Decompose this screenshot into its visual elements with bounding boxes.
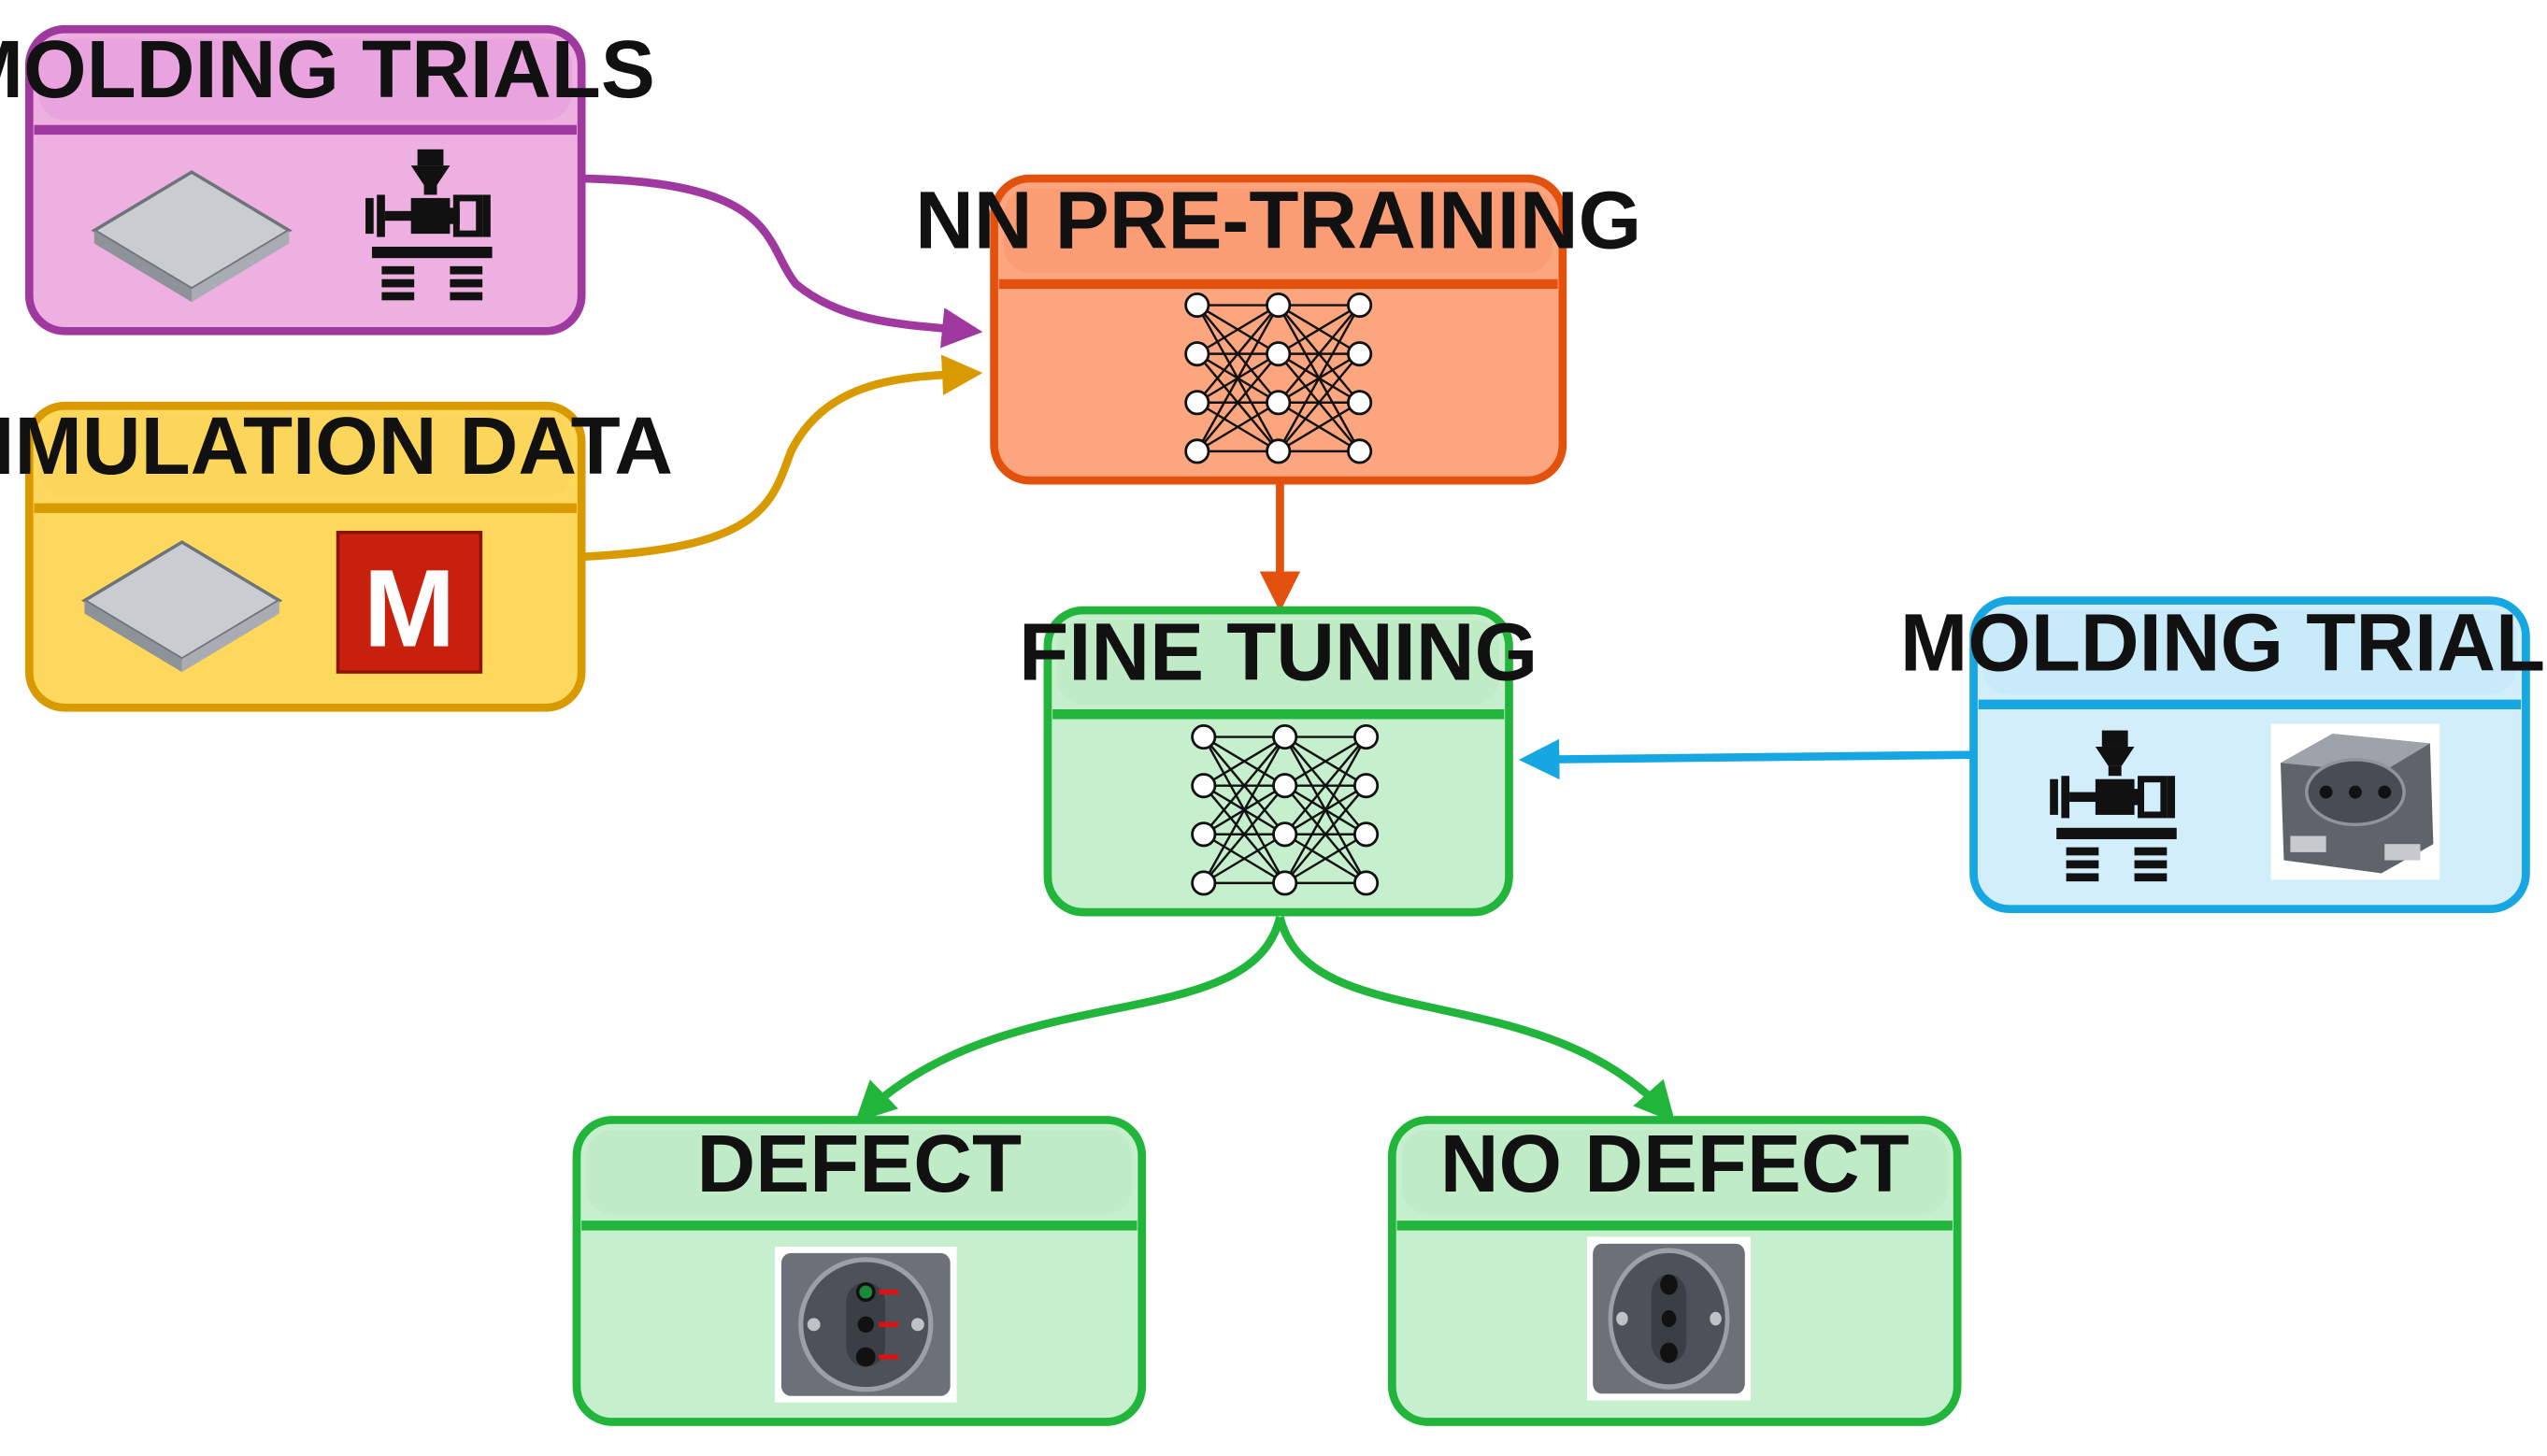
edge-molding-trials-to-finetuning	[1518, 738, 1974, 780]
node-title: DEFECT	[697, 1119, 1023, 1209]
node-defect: DEFECT	[572, 1116, 1147, 1426]
edge-simulation-to-pretraining	[580, 354, 983, 562]
node-molding-trials-source: MOLDING TRIALS	[0, 24, 655, 335]
node-simulation-data: SIMULATION DATA M	[0, 401, 673, 712]
node-molding-trials-validation: MOLDING TRIALS	[1900, 596, 2547, 914]
node-nn-pretraining: NN PRE-TRAINING	[915, 174, 1641, 485]
node-title: NN PRE-TRAINING	[915, 176, 1641, 266]
svg-text:M: M	[364, 547, 455, 670]
socket-part-icon	[2270, 723, 2440, 880]
node-no-defect: NO DEFECT	[1388, 1116, 1962, 1426]
node-title: MOLDING TRIALS	[1900, 597, 2547, 688]
edge-finetuning-to-no-defect	[1276, 916, 1676, 1123]
moldflow-logo-icon: M	[336, 530, 483, 674]
node-fine-tuning: FINE TUNING	[1019, 606, 1538, 917]
socket-defect-icon	[775, 1247, 957, 1403]
edge-finetuning-to-defect	[854, 916, 1284, 1123]
node-title: FINE TUNING	[1019, 607, 1538, 698]
node-title: MOLDING TRIALS	[0, 24, 655, 115]
node-title: SIMULATION DATA	[0, 401, 673, 492]
socket-ok-icon	[1587, 1237, 1751, 1401]
edge-molding-trials-to-pretraining	[581, 174, 983, 349]
node-title: NO DEFECT	[1440, 1119, 1910, 1209]
